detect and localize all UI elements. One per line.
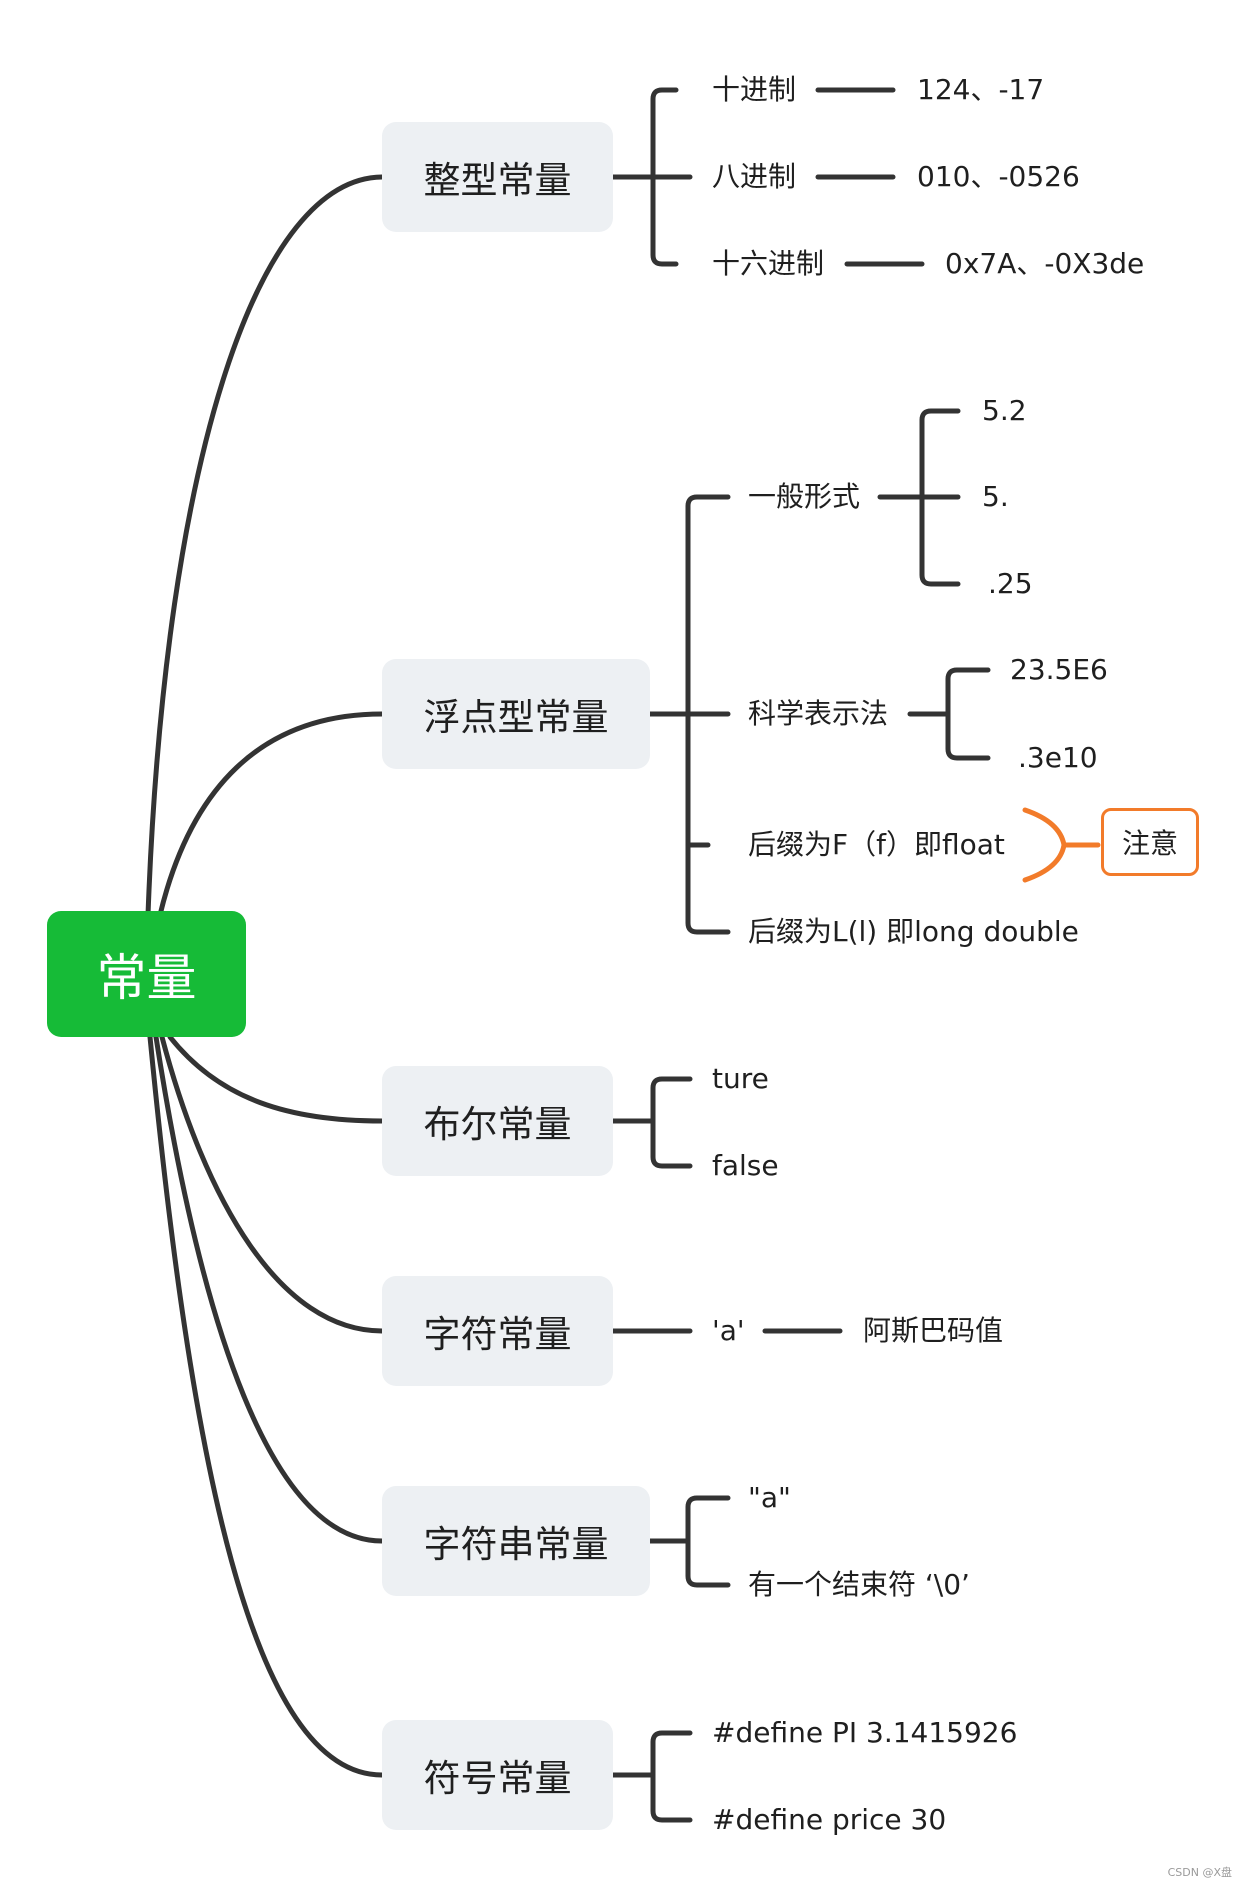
category-string[interactable]: 字符串常量 — [382, 1486, 650, 1596]
leaf-decimal[interactable]: 十进制 — [712, 73, 797, 106]
bracket-string — [685, 1495, 731, 1588]
leaf-general-form[interactable]: 一般形式 — [748, 480, 861, 513]
leaf-general-5-2[interactable]: 5.2 — [982, 394, 1027, 427]
leaf-suffix-f[interactable]: 后缀为F（f）即float — [748, 828, 1005, 861]
branch-root-symbolic — [147, 1034, 385, 1778]
category-char[interactable]: 字符常量 — [382, 1276, 613, 1386]
branch-root-string — [153, 1034, 385, 1544]
leaf-scientific[interactable]: 科学表示法 — [748, 697, 889, 730]
leaf-hex-example[interactable]: 0x7A、-0X3de — [945, 247, 1145, 280]
leaf-decimal-example[interactable]: 124、-17 — [917, 73, 1045, 106]
leaf-octal-example[interactable]: 010、-0526 — [917, 160, 1080, 193]
branch-root-float — [157, 711, 385, 918]
leaf-general-25[interactable]: .25 — [988, 567, 1033, 600]
leaf-true[interactable]: ture — [712, 1062, 769, 1095]
callout-curve — [1022, 807, 1067, 883]
leaf-terminator[interactable]: 有一个结束符 ‘\0’ — [748, 1568, 970, 1601]
leaf-define-pi[interactable]: #define PI 3.1415926 — [712, 1716, 1018, 1749]
leaf-string-a[interactable]: "a" — [748, 1481, 791, 1514]
leaf-char-a[interactable]: 'a' — [712, 1314, 745, 1347]
credit-watermark: CSDN @X盘 — [1167, 1866, 1232, 1879]
note-callout[interactable]: 注意 — [1101, 808, 1199, 876]
branch-root-integer — [145, 174, 385, 918]
category-boolean[interactable]: 布尔常量 — [382, 1066, 613, 1176]
root-node[interactable]: 常量 — [47, 911, 246, 1037]
leaf-false[interactable]: false — [712, 1149, 779, 1182]
category-integer[interactable]: 整型常量 — [382, 122, 613, 232]
bracket-symbolic — [650, 1730, 693, 1823]
leaf-sci-3e10[interactable]: .3e10 — [1018, 741, 1098, 774]
leaf-hex[interactable]: 十六进制 — [712, 247, 825, 280]
category-symbolic[interactable]: 符号常量 — [382, 1720, 613, 1830]
branch-root-char — [159, 1034, 385, 1334]
leaf-sci-23-5e6[interactable]: 23.5E6 — [1010, 653, 1108, 686]
category-float[interactable]: 浮点型常量 — [382, 659, 650, 769]
leaf-general-5[interactable]: 5. — [982, 480, 1009, 513]
leaf-suffix-l[interactable]: 后缀为L(l) 即long double — [748, 915, 1079, 948]
leaf-octal[interactable]: 八进制 — [712, 160, 797, 193]
leaf-ascii-value[interactable]: 阿斯巴码值 — [863, 1314, 1004, 1347]
leaf-define-price[interactable]: #define price 30 — [712, 1803, 947, 1836]
branch-root-boolean — [167, 1034, 385, 1124]
bracket-boolean — [650, 1076, 693, 1169]
bracket-scientific — [945, 667, 991, 761]
